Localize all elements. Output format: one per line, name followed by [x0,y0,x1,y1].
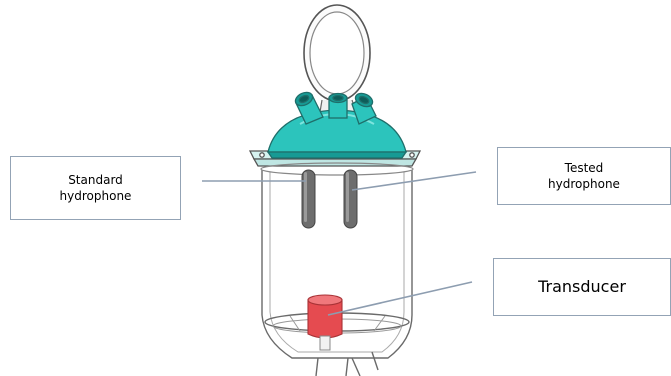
tested-hydrophone-label: Tested hydrophone [548,160,620,191]
standard-hydrophone-label: Standard hydrophone [59,172,132,203]
leader-line-tested [351,171,477,191]
ring-handle [303,4,371,113]
standard-hydrophone-label-box: Standard hydrophone [10,156,181,220]
transducer-cylinder [307,294,343,351]
leader-lines [202,171,477,316]
tested-hydrophone-label-box: Tested hydrophone [497,147,671,205]
glass-tank [261,170,413,376]
transducer-label: Transducer [538,277,626,297]
transducer-label-box: Transducer [493,258,671,316]
leader-line-transducer [327,281,473,316]
standard-hydrophone-probe [301,169,316,229]
tested-hydrophone-probe [343,169,358,229]
lid-ports [294,91,377,125]
